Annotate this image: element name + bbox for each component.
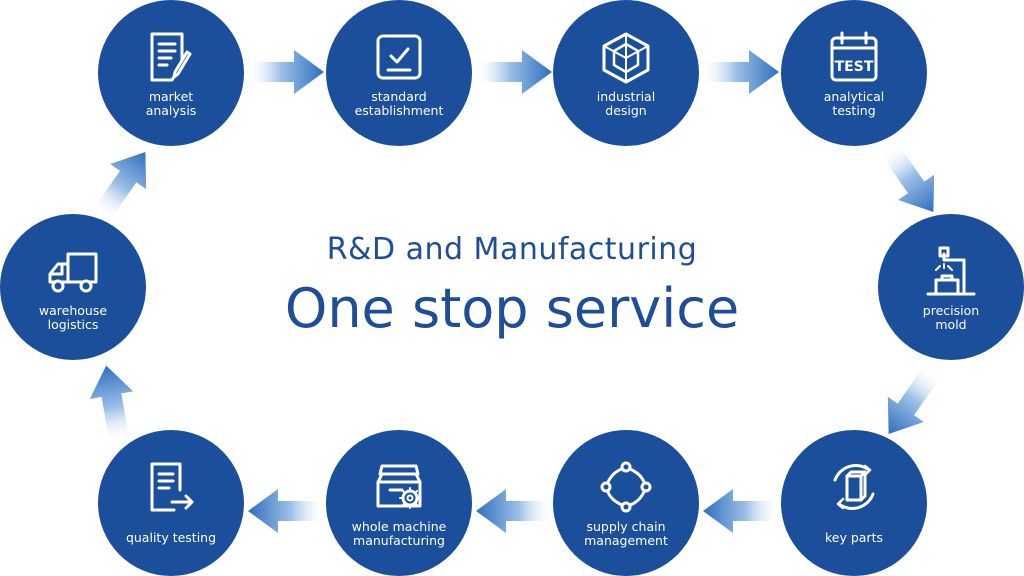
step-standard-establishment: standard establishment bbox=[326, 0, 472, 146]
cycle-nodes-icon bbox=[553, 458, 699, 516]
flow-arrow bbox=[474, 50, 552, 94]
step-label: industrial design bbox=[596, 89, 656, 118]
step-market-analysis: market analysis bbox=[98, 0, 244, 146]
checkbox-icon bbox=[326, 28, 472, 86]
flow-arrow bbox=[703, 489, 781, 533]
flow-arrow bbox=[701, 50, 779, 94]
document-pen-icon bbox=[98, 28, 244, 86]
step-supply-chain-management: supply chain management bbox=[553, 430, 699, 576]
flow-arrow bbox=[85, 362, 142, 446]
step-label: market analysis bbox=[145, 89, 197, 118]
step-label: standard establishment bbox=[354, 89, 444, 118]
flow-arrow bbox=[248, 489, 326, 533]
step-industrial-design: industrial design bbox=[553, 0, 699, 146]
step-label: analytical testing bbox=[823, 89, 885, 118]
step-analytical-testing: TEST analytical testing bbox=[781, 0, 927, 146]
flow-arrow bbox=[871, 135, 952, 224]
flow-arrow bbox=[871, 357, 952, 446]
robot-arm-icon bbox=[878, 242, 1024, 300]
step-precision-mold: precision mold bbox=[878, 214, 1024, 360]
svg-text:TEST: TEST bbox=[835, 59, 874, 75]
step-label: supply chain management bbox=[584, 519, 668, 548]
step-label: key parts bbox=[824, 530, 883, 545]
step-label: warehouse logistics bbox=[38, 303, 108, 332]
step-label: quality testing bbox=[125, 530, 217, 545]
rotating-box-icon bbox=[781, 458, 927, 516]
cube-icon bbox=[553, 28, 699, 86]
truck-icon bbox=[0, 242, 146, 300]
step-warehouse-logistics: warehouse logistics bbox=[0, 214, 146, 360]
test-calendar-icon: TEST bbox=[781, 28, 927, 86]
step-quality-testing: quality testing bbox=[98, 430, 244, 576]
step-key-parts: key parts bbox=[781, 430, 927, 576]
diagram-subtitle: R&D and Manufacturing bbox=[326, 232, 698, 267]
diagram-title: One stop service bbox=[284, 277, 740, 340]
document-arrow-icon bbox=[98, 458, 244, 516]
machine-gear-icon bbox=[326, 458, 472, 516]
flow-arrow bbox=[476, 489, 554, 533]
step-whole-machine-manufacturing: whole machine manufacturing bbox=[326, 430, 472, 576]
step-label: whole machine manufacturing bbox=[351, 519, 447, 548]
flow-arrow bbox=[83, 139, 164, 228]
step-label: precision mold bbox=[922, 303, 980, 332]
flow-arrow bbox=[246, 50, 324, 94]
